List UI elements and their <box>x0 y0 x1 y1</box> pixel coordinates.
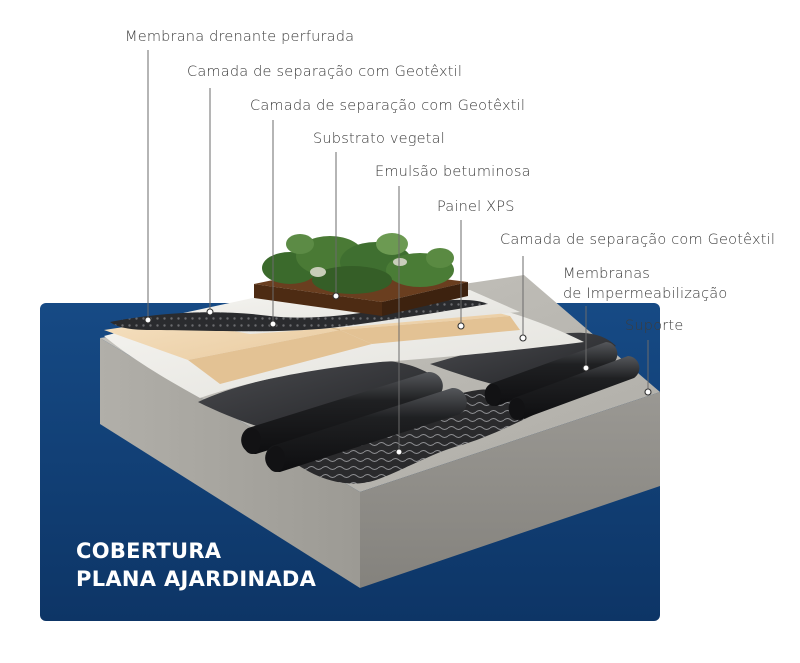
label-membranas-line2: de Impermeabilização <box>563 286 727 302</box>
label-suporte: Suporte <box>625 318 683 334</box>
label-membrana-drenante: Membrana drenante perfurada <box>125 29 354 45</box>
title-line2: PLANA AJARDINADA <box>76 567 317 591</box>
membrane-layer <box>198 332 616 430</box>
membrane-rolls <box>241 342 640 473</box>
membrana-drenante-layer <box>110 299 488 332</box>
emulsao-layer <box>286 389 552 484</box>
leader-lines <box>144 50 652 456</box>
plants <box>262 233 454 294</box>
title-line1: COBERTURA <box>76 539 222 563</box>
label-geotextil-3: Camada de separação com Geotêxtil <box>500 232 775 248</box>
label-geotextil-2: Camada de separação com Geotêxtil <box>250 98 525 114</box>
diagram-title: COBERTURA PLANA AJARDINADA <box>76 539 317 591</box>
label-emulsao: Emulsão betuminosa <box>375 164 531 180</box>
label-painel-xps: Painel XPS <box>437 199 515 215</box>
label-membranas-line1: Membranas <box>563 266 650 282</box>
label-substrato: Substrato vegetal <box>313 131 445 147</box>
label-geotextil-1: Camada de separação com Geotêxtil <box>187 64 462 80</box>
labels: Membrana drenante perfurada Camada de se… <box>125 29 775 334</box>
